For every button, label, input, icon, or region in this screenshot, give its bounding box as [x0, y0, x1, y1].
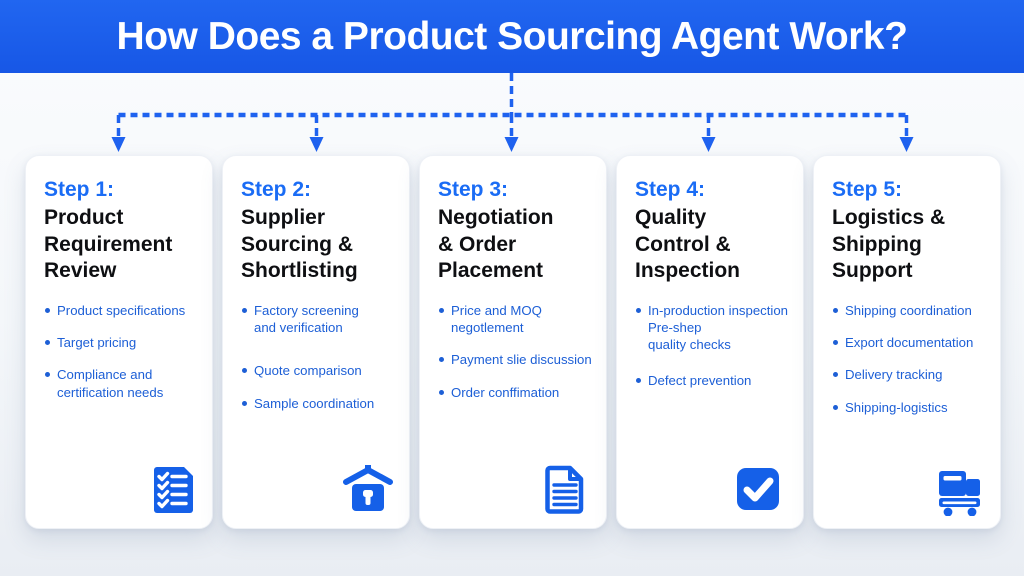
step-card-1: Step 1: Product Requirement Review Produ…	[25, 155, 213, 529]
bullet-item: Defect prevention	[635, 372, 791, 389]
step-card-5: Step 5: Logistics & Shipping Support Shi…	[813, 155, 1001, 529]
bullet-item: Compliance and certification needs	[44, 366, 200, 401]
bullet-list: Product specifications Target pricing Co…	[44, 302, 200, 402]
arrowhead-icons	[111, 137, 914, 152]
step-label: Step 3:	[438, 178, 509, 201]
title-banner: How Does a Product Sourcing Agent Work?	[0, 0, 1024, 73]
flow-connector-arrows	[111, 73, 914, 152]
bullet-item: Factory screening and verification	[241, 302, 397, 337]
bullet-item: Sample coordination	[241, 395, 397, 412]
bullet-item: Payment slie discussion	[438, 351, 594, 368]
step-title: Logistics & Shipping Support	[832, 206, 946, 283]
bullet-item: Shipping coordination	[832, 302, 988, 319]
bullet-item: Price and MOQ negotlement	[438, 302, 594, 337]
bullet-list: Shipping coordination Export documentati…	[832, 302, 988, 417]
steps-row: Step 1: Product Requirement Review Produ…	[25, 155, 1001, 529]
step-title: Supplier Sourcing & Shortlisting	[241, 206, 358, 283]
page-title: How Does a Product Sourcing Agent Work?	[116, 14, 908, 58]
step-title: Negotiation & Order Placement	[438, 206, 554, 283]
bullet-list: Factory screening and verification Quote…	[241, 302, 397, 413]
bullet-item: Order conffimation	[438, 384, 594, 401]
step-label: Step 5:	[832, 178, 903, 201]
bullet-item: In-production inspection Pre-shep qualit…	[635, 302, 791, 354]
step-label: Step 1:	[44, 178, 115, 201]
bullet-item: Target pricing	[44, 334, 200, 351]
step-title: Product Requirement Review	[44, 206, 173, 283]
bullet-item: Export documentation	[832, 334, 988, 351]
bullet-list: In-production inspection Pre-shep qualit…	[635, 302, 791, 390]
step-label: Step 4:	[635, 178, 706, 201]
step-title: Quality Control & Inspection	[635, 206, 741, 283]
check-square-icon	[731, 462, 785, 516]
secure-factory-icon	[341, 462, 395, 516]
delivery-cart-icon	[932, 462, 986, 516]
checklist-document-icon	[144, 462, 198, 516]
bullet-item: Delivery tracking	[832, 366, 988, 383]
step-card-2: Step 2: Supplier Sourcing & Shortlisting…	[222, 155, 410, 529]
bullet-item: Shipping-logistics	[832, 399, 988, 416]
step-card-4: Step 4: Quality Control & Inspection In-…	[616, 155, 804, 529]
bullet-list: Price and MOQ negotlement Payment slie d…	[438, 302, 594, 402]
bullet-item: Product specifications	[44, 302, 200, 319]
document-icon	[538, 462, 592, 516]
step-card-3: Step 3: Negotiation & Order Placement Pr…	[419, 155, 607, 529]
bullet-item: Quote comparison	[241, 362, 397, 379]
step-label: Step 2:	[241, 178, 312, 201]
